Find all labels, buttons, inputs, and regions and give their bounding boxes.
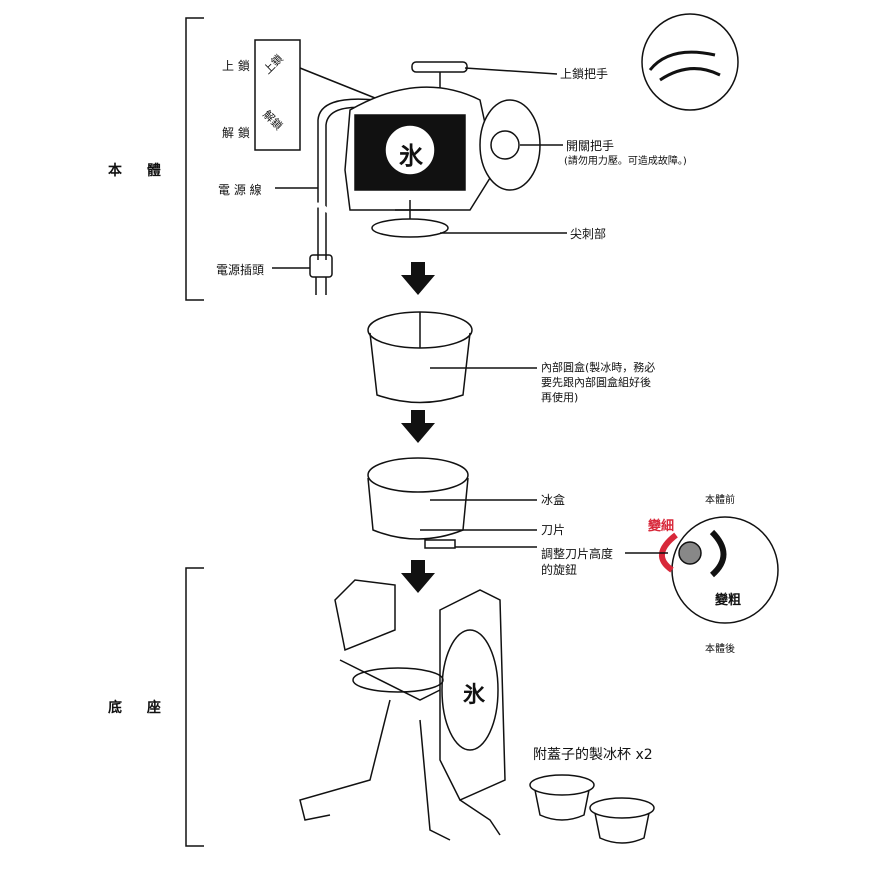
body-back-label: 本體後 (705, 644, 735, 655)
switch-handle-note: (請勿用力壓。可造成故障。) (564, 156, 687, 167)
base-bracket (185, 567, 204, 847)
lock-label: 上 鎖 (222, 59, 250, 73)
lock-detail-circle (641, 13, 739, 111)
finer-label: 變細 (648, 519, 675, 534)
ice-box (367, 457, 469, 493)
knob-label-2: 的旋鈕 (541, 563, 578, 577)
ice-box-label: 冰盒 (541, 493, 566, 507)
base-logo-char: 氷 (463, 683, 486, 708)
cup-2 (589, 797, 655, 819)
section-base: 底 座 (108, 700, 171, 716)
power-cord-label: 電 源 線 (218, 183, 262, 197)
power-plug (309, 254, 333, 278)
knob-label-1: 調整刀片高度 (541, 547, 614, 561)
coarser-label: 變粗 (715, 593, 742, 608)
cups-label: 附蓋子的製冰杯 x2 (533, 747, 653, 763)
inner-box-label-2: 要先跟內部圓盒組好後 (541, 376, 651, 389)
blade-label: 刀片 (541, 523, 566, 537)
section-body: 本 體 (108, 163, 171, 179)
base-stand (299, 579, 506, 841)
lock-tag (254, 39, 301, 151)
adjust-knob (678, 541, 702, 565)
cup-1 (529, 774, 595, 796)
spike-label: 尖刺部 (570, 227, 607, 241)
body-bracket (185, 17, 204, 301)
inner-box-label-3: 再使用) (541, 391, 579, 404)
logo-char: 氷 (399, 142, 423, 170)
power-plug-label: 電源插頭 (216, 263, 265, 277)
lock-handle-label: 上鎖把手 (560, 67, 609, 81)
inner-box-label-1: 內部圓盒(製冰時，務必 (541, 361, 656, 374)
lock-handle (411, 61, 468, 73)
switch-handle-label: 開關把手 (566, 139, 615, 153)
unlock-label: 解 鎖 (222, 126, 250, 140)
down-arrows (401, 262, 435, 593)
body-front-label: 本體前 (705, 495, 735, 506)
spike-part (371, 218, 449, 238)
